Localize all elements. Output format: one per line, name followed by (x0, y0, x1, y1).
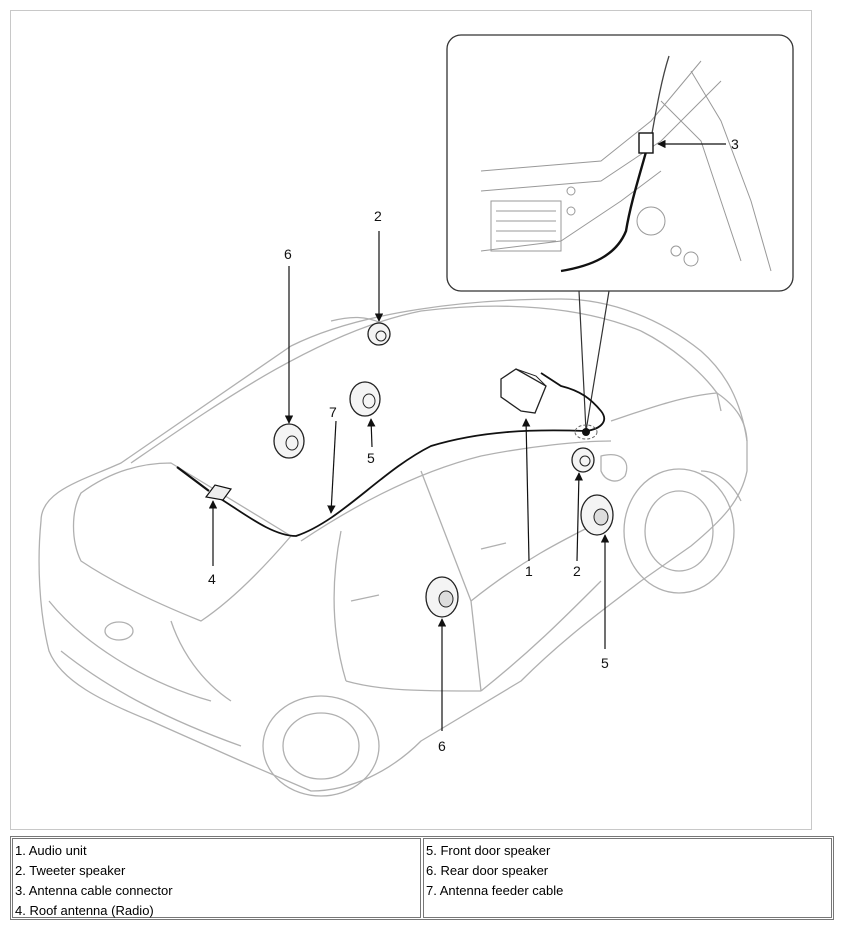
callout-6-rear-door: 6 (438, 738, 446, 754)
audio-system-diagram: 2 6 7 5 4 1 2 5 6 3 (38, 34, 794, 797)
callout-5-rear-roof: 5 (367, 450, 375, 466)
callout-7-feeder-cable: 7 (329, 404, 337, 420)
callout-3-cable-connector: 3 (731, 136, 739, 152)
roof-antenna (176, 466, 233, 501)
audio-unit (500, 368, 547, 414)
legend-table: 1. Audio unit 2. Tweeter speaker 3. Ante… (10, 836, 834, 920)
legend-column-left: 1. Audio unit 2. Tweeter speaker 3. Ante… (12, 838, 421, 918)
figure-frame: 2 6 7 5 4 1 2 5 6 3 (10, 10, 812, 830)
antenna-feeder-cable (215, 372, 606, 537)
leader-arrows (208, 139, 726, 731)
inset-detail (446, 34, 794, 432)
legend-item-tweeter-speaker: 2. Tweeter speaker (15, 863, 126, 878)
car-outline (38, 298, 748, 797)
legend-item-antenna-feeder-cable: 7. Antenna feeder cable (426, 883, 564, 898)
callout-5-front-door: 5 (601, 655, 609, 671)
speaker-rear-roof-5 (349, 381, 381, 417)
legend-item-roof-antenna: 4. Roof antenna (Radio) (15, 903, 154, 918)
speaker-tweeter-front (571, 447, 595, 473)
legend-item-rear-door-speaker: 6. Rear door speaker (426, 863, 549, 878)
connector-highlight-ring (574, 424, 598, 440)
speaker-tweeter-rear (367, 322, 391, 346)
callout-6-rear-roof: 6 (284, 246, 292, 262)
callout-2-tweeter-front: 2 (573, 563, 581, 579)
legend-column-right: 5. Front door speaker 6. Rear door speak… (423, 838, 832, 918)
cable-connection-point (582, 428, 590, 436)
callout-2-tweeter-rear: 2 (374, 208, 382, 224)
legend-item-front-door-speaker: 5. Front door speaker (426, 843, 551, 858)
callout-1-audio-unit: 1 (525, 563, 533, 579)
speaker-rear-door (425, 576, 459, 618)
legend-item-audio-unit: 1. Audio unit (15, 843, 87, 858)
speaker-rear-roof-6 (273, 423, 305, 459)
legend-item-antenna-cable-connector: 3. Antenna cable connector (15, 883, 173, 898)
speaker-front-door (580, 494, 614, 536)
callout-4-roof-antenna: 4 (208, 571, 216, 587)
